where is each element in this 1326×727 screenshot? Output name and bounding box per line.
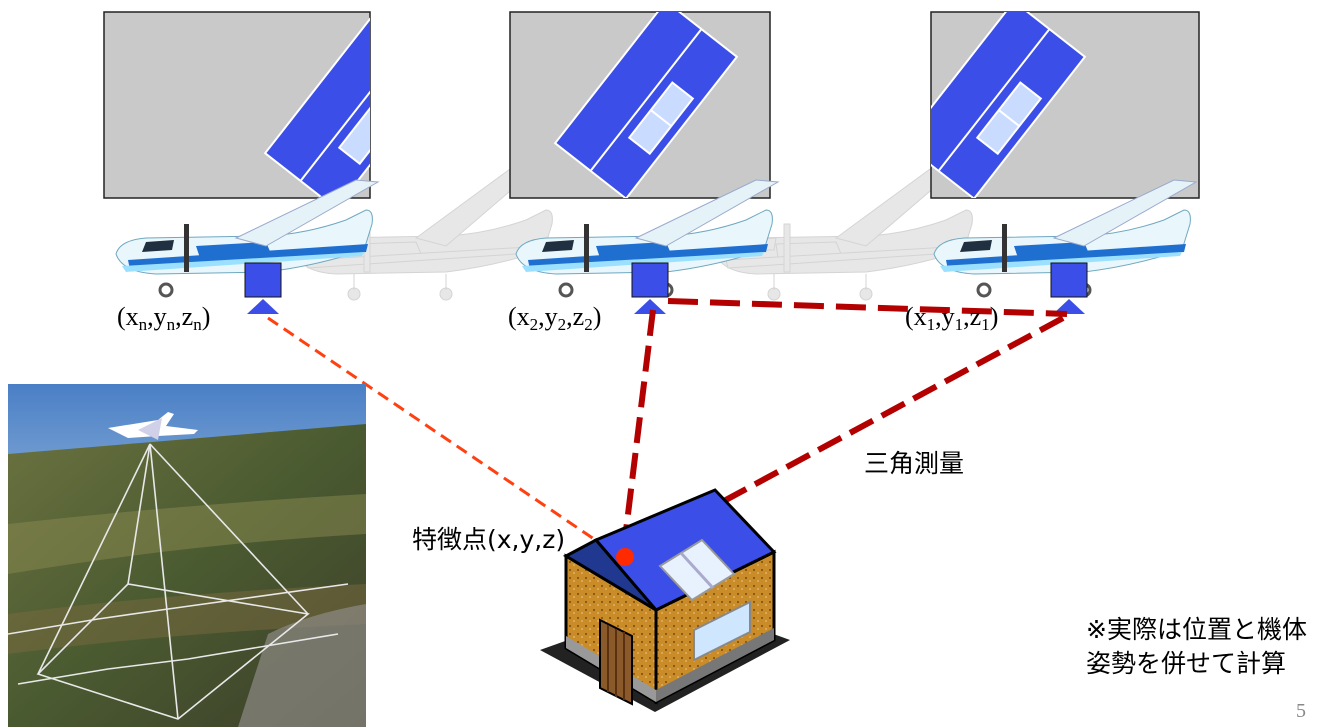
feature-point-marker xyxy=(616,548,634,566)
coord-label-1: (x1,y1,z1) xyxy=(905,302,999,334)
camera-1-icon xyxy=(1050,262,1088,314)
feature-point-label: 特徴点(x,y,z) xyxy=(412,525,566,554)
coord-label-2: (x2,y2,z2) xyxy=(508,302,602,334)
page-number: 5 xyxy=(1296,700,1306,722)
baseline-1-2 xyxy=(667,298,1068,317)
photo-frame-2 xyxy=(509,11,771,199)
photo-frame-n xyxy=(103,11,371,199)
triangulation-label: 三角測量 xyxy=(864,449,965,478)
house xyxy=(540,488,790,712)
camera-n-icon xyxy=(244,262,282,314)
camera-2-icon xyxy=(631,262,669,314)
sight-line-n xyxy=(267,316,623,560)
coord-label-n: (xn,yn,zn) xyxy=(117,302,211,334)
sight-line-2 xyxy=(620,309,656,556)
aerial-photo-image xyxy=(8,384,366,727)
note-text: ※実際は位置と機体姿勢を併せて計算 xyxy=(1086,615,1307,678)
photo-frame-1 xyxy=(930,11,1200,199)
aerial-photo xyxy=(8,384,366,727)
plane-n xyxy=(115,179,380,298)
plane-2 xyxy=(515,179,780,298)
